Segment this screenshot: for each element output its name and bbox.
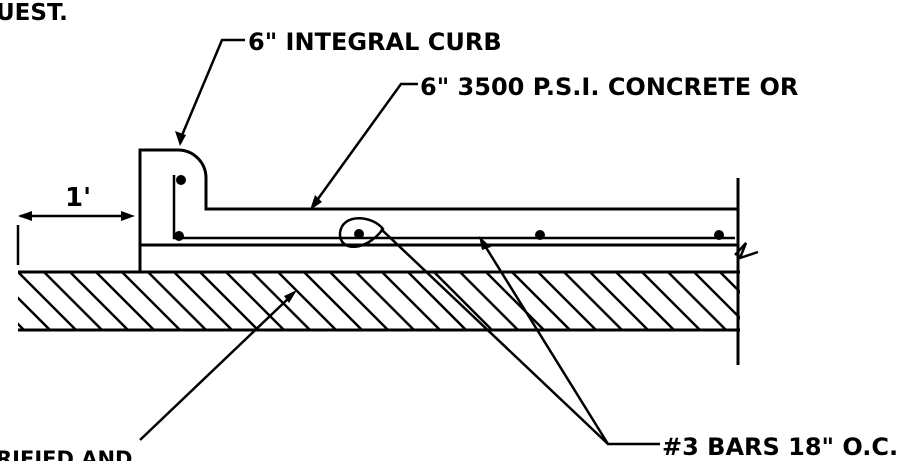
hatch-line <box>407 272 467 330</box>
hatch-line <box>173 272 233 330</box>
hatch-line <box>537 272 597 330</box>
bars-label: #3 BARS 18" O.C. <box>662 433 898 461</box>
rebar-dot-1 <box>354 229 364 239</box>
hatch-line <box>251 272 311 330</box>
bars-leader <box>380 228 660 446</box>
rebar-bent-bar <box>172 175 735 240</box>
hatch-line <box>459 272 519 330</box>
hatch-line <box>641 272 701 330</box>
hatch-line <box>225 272 285 330</box>
hatch-line <box>511 272 571 330</box>
hatch-line <box>798 272 856 330</box>
hatch-line <box>18 272 77 330</box>
curb-slab-outline <box>138 148 740 272</box>
subgrade-leader <box>139 290 297 441</box>
hatch-line <box>563 272 623 330</box>
rebar-dot-2 <box>535 230 545 240</box>
hatch-line <box>485 272 545 330</box>
rebar-dot-curb-bottom <box>174 231 184 241</box>
hatch-line <box>147 272 207 330</box>
hatch-line <box>69 272 129 330</box>
concrete-label: 6" 3500 P.S.I. CONCRETE OR <box>420 73 798 101</box>
subgrade-hatch <box>18 270 856 332</box>
curb-leader <box>175 38 245 146</box>
hatch-line <box>43 272 103 330</box>
hatch-line <box>589 272 649 330</box>
hatch-line <box>18 296 51 330</box>
hatch-line <box>667 272 727 330</box>
rebar-dots <box>174 175 724 241</box>
hatch-line <box>303 272 363 330</box>
dimension-one-foot <box>16 211 135 265</box>
rebar-dot-curb-top <box>176 175 186 185</box>
bottom-left-fragment-label: RIFIED AND <box>0 447 133 461</box>
hatch-line <box>381 272 441 330</box>
detail-callout-circle <box>338 217 385 248</box>
curb-label: 6" INTEGRAL CURB <box>248 28 502 56</box>
hatch-line <box>121 272 181 330</box>
hatch-line <box>719 272 740 294</box>
hatch-line <box>433 272 493 330</box>
hatch-line <box>355 272 415 330</box>
hatch-line <box>199 272 259 330</box>
hatch-line <box>95 272 155 330</box>
rebar-dot-3 <box>714 230 724 240</box>
top-left-fragment-label: UEST. <box>0 0 68 26</box>
hatch-line <box>615 272 675 330</box>
concrete-leader <box>310 82 418 210</box>
hatch-line <box>693 272 740 320</box>
hatch-line <box>746 272 804 330</box>
hatch-line <box>772 272 830 330</box>
dimension-label: 1' <box>65 183 91 213</box>
hatch-line <box>277 272 337 330</box>
hatch-line <box>329 272 389 330</box>
